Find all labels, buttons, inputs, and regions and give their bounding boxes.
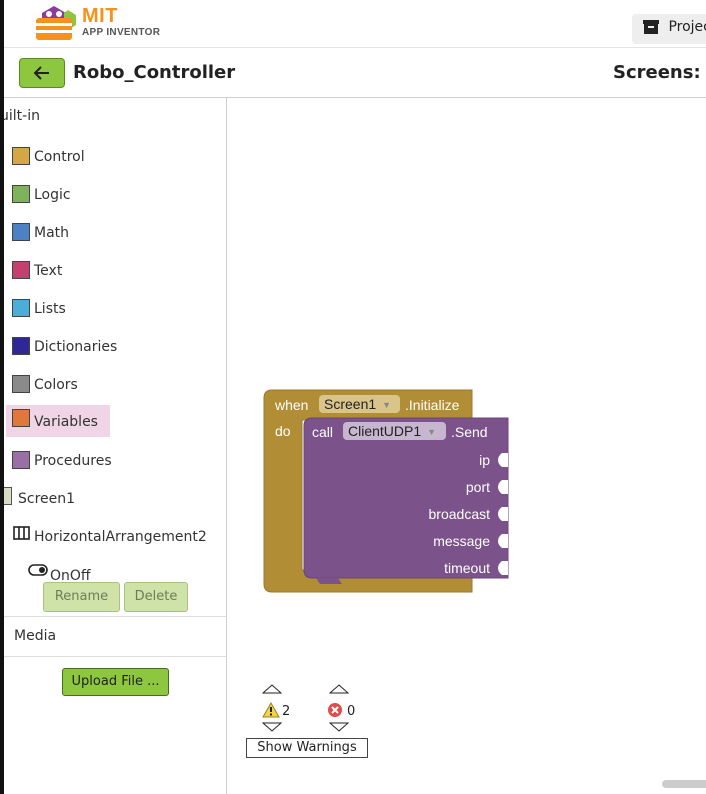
- show-warnings-button[interactable]: Show Warnings: [246, 738, 368, 758]
- tree-item-horizontal-arrangement2[interactable]: HorizontalArrangement2: [12, 521, 222, 551]
- call-method-label: .Send: [451, 424, 488, 440]
- param-ip: ip: [479, 452, 490, 468]
- builtin-heading: uilt-in: [4, 108, 40, 124]
- warning-next-arrow-icon[interactable]: [262, 722, 282, 732]
- call-label: call: [312, 424, 334, 440]
- upload-file-button[interactable]: Upload File ...: [62, 668, 169, 696]
- colors-swatch: [12, 375, 30, 393]
- workspace-horizontal-scrollbar[interactable]: [662, 780, 706, 788]
- logic-swatch: [12, 185, 30, 203]
- event-name-label: .Initialize: [405, 397, 460, 413]
- param-message: message: [433, 533, 490, 549]
- lists-swatch: [12, 299, 30, 317]
- rename-button[interactable]: Rename: [43, 582, 120, 612]
- event-when-label: when: [275, 397, 309, 413]
- palette-colors[interactable]: Colors: [12, 369, 102, 399]
- event-block-shape[interactable]: [228, 98, 706, 698]
- param-broadcast: broadcast: [428, 506, 490, 522]
- tree-label: HorizontalArrangement2: [34, 529, 207, 545]
- project-title: Robo_Controller: [73, 62, 236, 83]
- archive-box-icon: [643, 20, 659, 34]
- error-icon: [328, 703, 342, 717]
- palette-label: Colors: [34, 377, 78, 393]
- dropdown-arrow-icon: ▼: [427, 427, 437, 437]
- blocks-palette: uilt-in Control Logic Math Text Lists Di…: [4, 98, 227, 794]
- palette-label: Dictionaries: [34, 339, 118, 355]
- palette-dictionaries[interactable]: Dictionaries: [12, 331, 132, 361]
- screens-label: Screens:: [613, 62, 701, 83]
- palette-procedures[interactable]: Procedures: [12, 445, 122, 475]
- control-swatch: [12, 147, 30, 165]
- error-next-arrow-icon[interactable]: [329, 722, 349, 732]
- palette-label: Math: [34, 225, 70, 241]
- math-swatch: [12, 223, 30, 241]
- event-component-value: Screen1: [324, 396, 377, 412]
- event-component-dropdown[interactable]: Screen1 ▼: [319, 395, 400, 413]
- call-component-value: ClientUDP1: [348, 423, 422, 439]
- divider: [4, 656, 226, 657]
- brand-mit: MIT: [82, 5, 118, 27]
- error-count: 0: [347, 704, 356, 719]
- palette-control[interactable]: Control: [12, 141, 102, 171]
- media-heading: Media: [14, 628, 57, 644]
- palette-lists[interactable]: Lists: [12, 293, 102, 323]
- variables-swatch: [12, 409, 30, 427]
- palette-label: Control: [34, 149, 85, 165]
- projects-menu-button[interactable]: Project: [632, 14, 706, 44]
- brand-subtitle: APP INVENTOR: [82, 27, 161, 38]
- palette-label: Text: [34, 263, 63, 279]
- dropdown-arrow-icon: ▼: [382, 400, 392, 410]
- procedures-swatch: [12, 451, 30, 469]
- param-port: port: [465, 479, 490, 495]
- palette-label: Logic: [34, 187, 71, 203]
- text-swatch: [12, 261, 30, 279]
- palette-label: Variables: [34, 414, 98, 430]
- back-button[interactable]: [19, 58, 65, 88]
- delete-button[interactable]: Delete: [124, 582, 188, 612]
- divider: [4, 616, 226, 617]
- tree-item-onoff[interactable]: OnOff: [28, 560, 148, 590]
- call-component-dropdown[interactable]: ClientUDP1 ▼: [343, 422, 446, 440]
- project-title-bar: Robo_Controller Screens:: [4, 50, 706, 98]
- warning-icon: [262, 702, 280, 718]
- projects-label: Project: [668, 19, 706, 35]
- palette-label: Lists: [34, 301, 66, 317]
- screen-icon: [4, 487, 12, 505]
- palette-logic[interactable]: Logic: [12, 179, 102, 209]
- event-do-label: do: [275, 423, 291, 439]
- error-prev-arrow-icon[interactable]: [329, 684, 349, 694]
- palette-text[interactable]: Text: [12, 255, 102, 285]
- tree-item-screen1[interactable]: Screen1: [4, 483, 118, 513]
- palette-variables[interactable]: Variables: [6, 405, 110, 437]
- blocks-workspace[interactable]: when Screen1 ▼ .Initialize do call Client…: [228, 98, 706, 794]
- app-inventor-logo-icon[interactable]: [30, 4, 78, 42]
- warning-prev-arrow-icon[interactable]: [262, 684, 282, 694]
- brand: MIT APP INVENTOR: [82, 6, 160, 38]
- warning-count: 2: [282, 704, 291, 719]
- arrow-left-icon: [33, 66, 49, 80]
- horizontal-arrangement-icon: [13, 526, 30, 540]
- palette-label: Procedures: [34, 453, 112, 469]
- param-timeout: timeout: [444, 560, 490, 576]
- switch-icon: [28, 564, 48, 576]
- tree-label: Screen1: [18, 491, 76, 507]
- palette-math[interactable]: Math: [12, 217, 102, 247]
- dictionaries-swatch: [12, 337, 30, 355]
- tree-label: OnOff: [50, 568, 91, 584]
- top-bar: MIT APP INVENTOR Project: [4, 0, 706, 48]
- window-edge: [0, 0, 4, 794]
